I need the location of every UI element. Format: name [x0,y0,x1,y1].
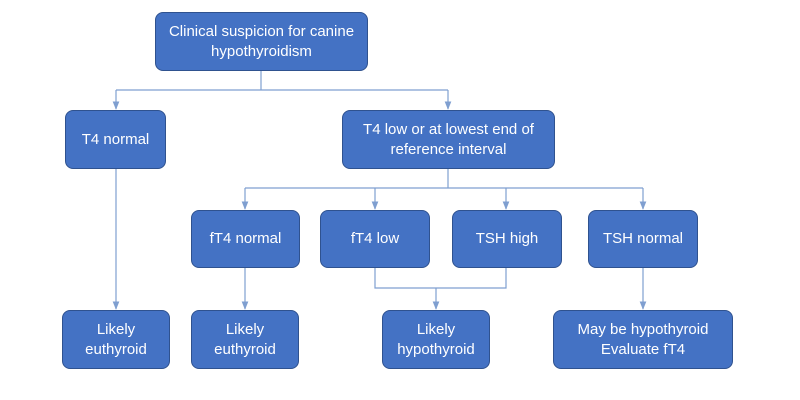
node-clinical-suspicion: Clinical suspicion for canine hypothyroi… [155,12,368,71]
node-tsh-normal: TSH normal [588,210,698,268]
outcome-likely-hypothyroid: Likely hypothyroid [382,310,490,369]
node-t4-normal: T4 normal [65,110,166,169]
node-ft4-low: fT4 low [320,210,430,268]
outcome-likely-euthyroid-2: Likely euthyroid [191,310,299,369]
outcome-likely-euthyroid-1: Likely euthyroid [62,310,170,369]
node-tsh-high: TSH high [452,210,562,268]
connector-ft4-low-tsh-high-merge [374,268,507,289]
outcome-may-be-hypothyroid: May be hypothyroid Evaluate fT4 [553,310,733,369]
node-t4-low: T4 low or at lowest end of reference int… [342,110,555,169]
node-ft4-normal: fT4 normal [191,210,300,268]
